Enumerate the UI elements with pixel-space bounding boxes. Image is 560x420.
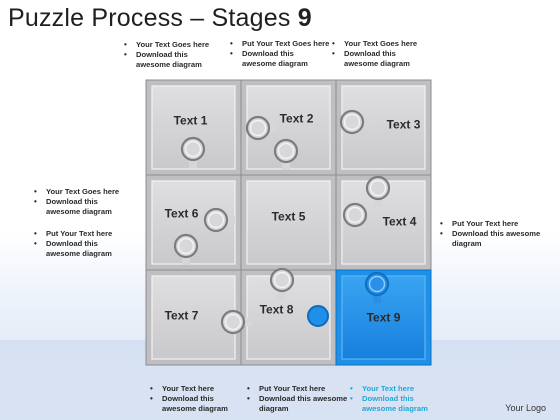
connector-knob-11 — [364, 271, 390, 303]
piece-label-3: Text 3 — [387, 118, 421, 132]
piece-label-1: Text 1 — [174, 114, 208, 128]
piece-label-6: Text 6 — [165, 207, 199, 221]
connector-knob-blue — [307, 305, 329, 327]
connector-knob-7 — [203, 207, 235, 233]
note-left-1: Your Text Goes hereDownload this awesome… — [34, 187, 134, 259]
connector-knob-10 — [220, 309, 252, 335]
piece-label-7: Text 7 — [165, 309, 199, 323]
connector-knob-2 — [245, 115, 277, 141]
note-bottom-1: Your Text hereDownload this awesome diag… — [150, 384, 250, 414]
piece-label-4: Text 4 — [383, 215, 417, 229]
connector-knob-6 — [342, 202, 374, 228]
piece-label-5: Text 5 — [272, 210, 306, 224]
connector-knob-5 — [365, 175, 391, 207]
note-top-1: Your Text Goes hereDownload this awesome… — [124, 40, 224, 70]
note-bottom-3: Your Text hereDownload this awesome diag… — [350, 384, 450, 414]
note-top-2: Put Your Text Goes hereDownload this awe… — [230, 39, 330, 69]
page-title: Puzzle Process – Stages 9 — [8, 4, 312, 32]
piece-label-9: Text 9 — [367, 311, 401, 325]
connector-knob-1 — [180, 136, 206, 168]
note-bottom-2: Put Your Text hereDownload this awesome … — [247, 384, 351, 414]
logo: Your Logo — [505, 403, 546, 413]
connector-knob-8 — [173, 233, 199, 265]
piece-label-2: Text 2 — [280, 112, 314, 126]
stage-count: 9 — [297, 4, 312, 32]
connector-knob-4 — [339, 109, 371, 135]
note-top-3: Your Text Goes hereDownload this awesome… — [332, 39, 432, 69]
connector-knob-9 — [269, 267, 295, 299]
connector-knob-3 — [273, 138, 299, 170]
note-right-1: Put Your Text hereDownload this awesome … — [440, 219, 544, 249]
piece-label-8: Text 8 — [260, 303, 294, 317]
